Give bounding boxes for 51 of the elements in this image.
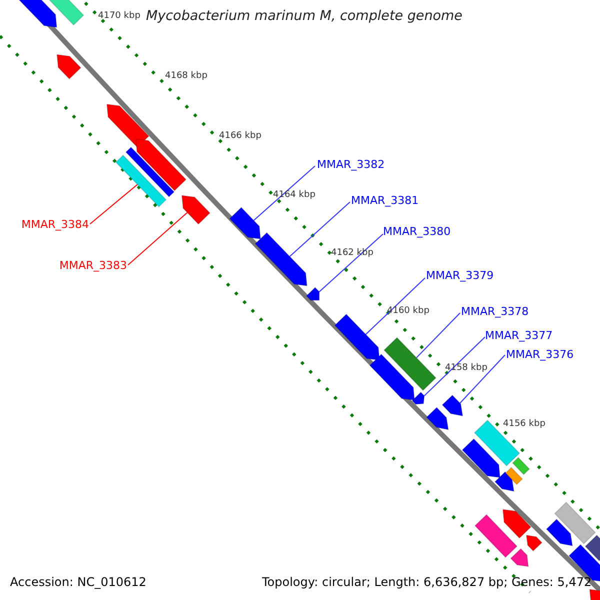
gene-block	[589, 588, 600, 600]
gene-block	[502, 508, 532, 539]
gene-block	[546, 518, 573, 546]
leader-line	[365, 278, 426, 335]
gene-block	[526, 534, 543, 552]
gene-block	[56, 54, 82, 80]
gene-block	[512, 456, 530, 476]
scale-label: 4170 kbp	[98, 12, 140, 21]
leader-line	[460, 354, 506, 404]
gene-block	[462, 438, 501, 478]
gene-block	[229, 206, 262, 240]
gene-label: MMAR_3379	[426, 270, 494, 281]
leader-line	[289, 202, 350, 257]
gene-block	[115, 154, 167, 208]
gene-block	[474, 514, 518, 558]
gene-block	[442, 394, 464, 417]
scale-label: 4156 kbp	[503, 420, 546, 429]
leader-line	[128, 212, 188, 266]
gene-block	[554, 502, 596, 544]
gene-block	[383, 336, 437, 392]
gene-block	[181, 194, 211, 225]
leader-line	[318, 234, 384, 292]
scale-label: 4168 kbp	[165, 72, 208, 81]
gene-block	[426, 406, 449, 430]
gene-label: MMAR_3377	[485, 330, 553, 341]
gene-block	[494, 471, 514, 492]
leader-line	[424, 336, 486, 396]
leader-line	[90, 184, 138, 224]
gene-block	[334, 314, 380, 361]
gene-block	[135, 138, 187, 192]
gene-label: MMAR_3376	[506, 349, 574, 360]
gene-block	[16, 0, 58, 28]
gene-block	[510, 548, 529, 568]
leader-line	[253, 166, 316, 221]
scale-label: 4166 kbp	[219, 132, 262, 141]
gene-label: MMAR_3378	[461, 306, 529, 317]
leader-line	[416, 312, 460, 358]
summary-text: Topology: circular; Length: 6,636,827 bp; Genes: 5,472	[262, 576, 592, 588]
gene-block	[584, 534, 600, 562]
gene-label: MMAR_3384	[21, 219, 89, 230]
gene-block	[125, 146, 175, 198]
accession-text: Accession: NC_010612	[10, 576, 146, 588]
gene-label: MMAR_3381	[351, 195, 419, 206]
gene-label: MMAR_3380	[383, 226, 451, 237]
gene-block	[369, 354, 416, 401]
gene-block	[254, 232, 308, 286]
gene-label: MMAR_3383	[59, 260, 127, 271]
map-title: Mycobacterium marinum M, complete genome	[146, 10, 462, 24]
gene-block	[106, 104, 150, 148]
gene-block	[306, 286, 320, 301]
gene-label: MMAR_3382	[317, 159, 385, 170]
